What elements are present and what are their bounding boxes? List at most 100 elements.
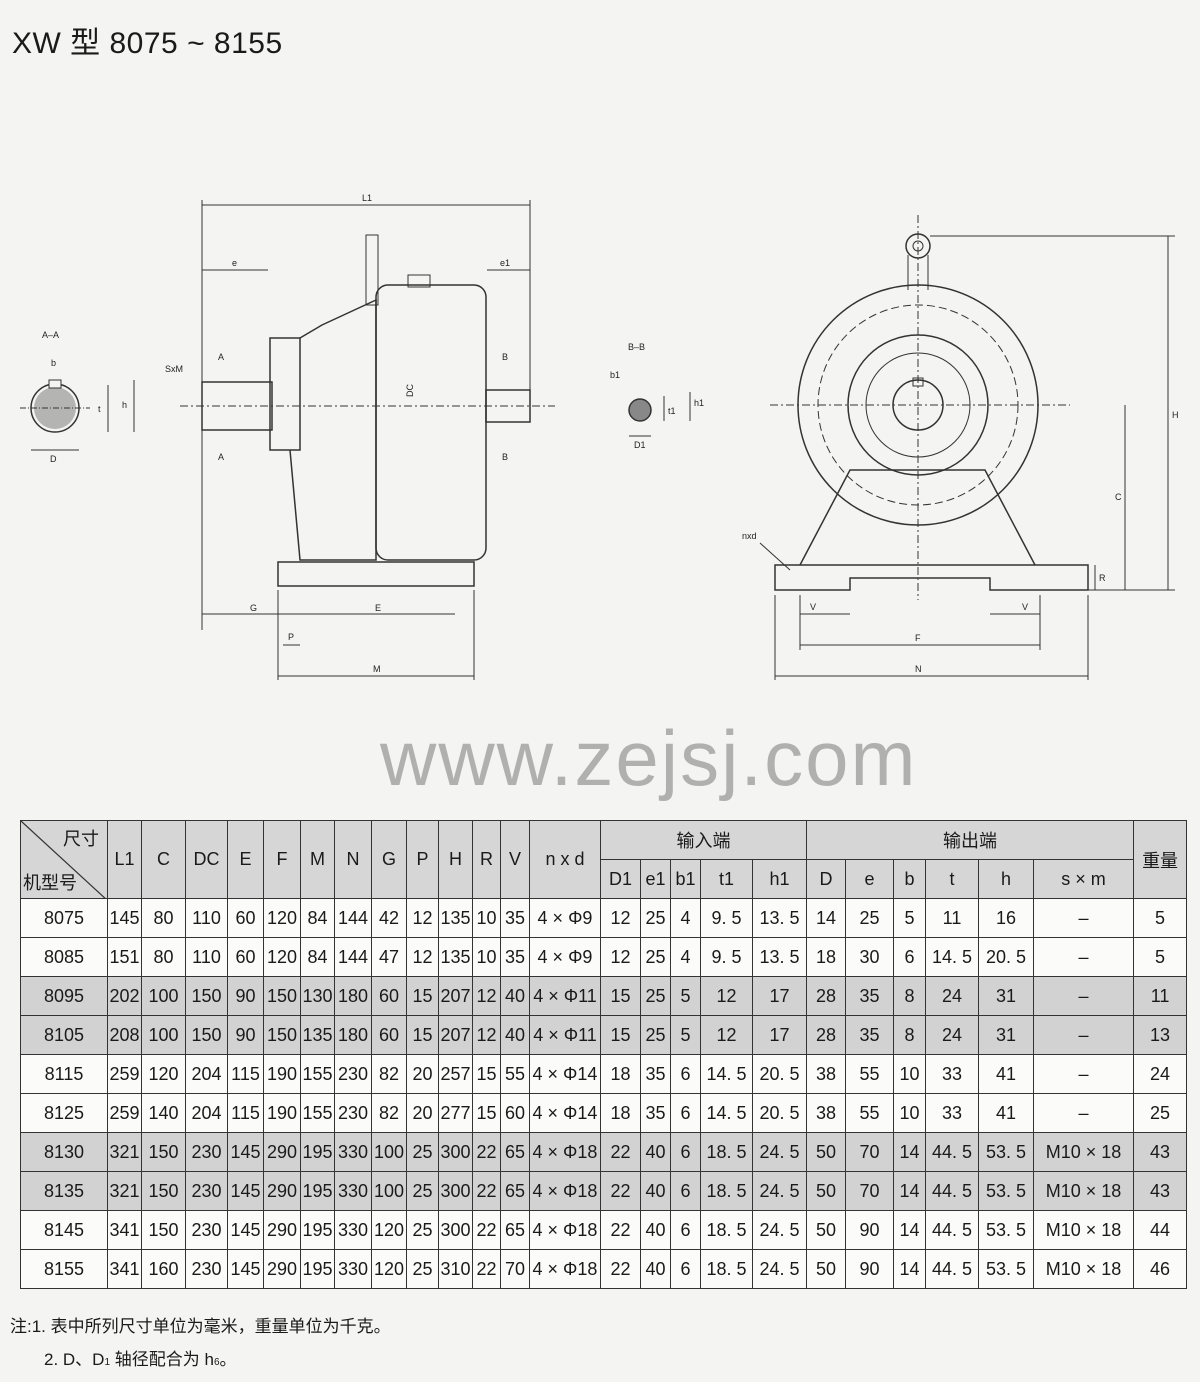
col-header: P (406, 820, 439, 899)
table-cell: 230 (185, 1249, 228, 1289)
table-cell: 43 (1133, 1171, 1188, 1211)
table-cell: 44 (1133, 1210, 1188, 1250)
table-cell: 22 (472, 1210, 501, 1250)
table-cell: 35 (500, 898, 530, 938)
table-cell: 290 (263, 1210, 301, 1250)
model-cell: 8155 (20, 1249, 108, 1289)
table-cell: 25 (1133, 1093, 1188, 1133)
table-cell: 44. 5 (925, 1210, 979, 1250)
table-cell: – (1032, 1054, 1135, 1094)
table-cell: 15 (406, 976, 439, 1016)
table-cell: 12 (406, 937, 439, 977)
dimension-label: V (810, 602, 816, 612)
col-header: h (978, 859, 1034, 899)
table-cell: 40 (640, 1210, 671, 1250)
corner-bottom-label: 机型号 (23, 873, 77, 893)
table-cell: 53. 5 (978, 1171, 1034, 1211)
table-cell: 84 (300, 898, 335, 938)
note-2-subscript: 1 (104, 1357, 111, 1368)
table-cell: 25 (406, 1210, 439, 1250)
table-cell: 190 (263, 1093, 301, 1133)
table-cell: 180 (334, 1015, 372, 1055)
corner-top-label: 尺寸 (63, 829, 99, 849)
table-cell: 4 × Φ18 (529, 1249, 601, 1289)
dimension-label: B (502, 452, 508, 462)
table-cell: 38 (806, 1093, 846, 1133)
dimension-label: e1 (500, 258, 510, 268)
table-cell: 55 (845, 1093, 894, 1133)
table-cell: 90 (227, 1015, 264, 1055)
model-cell: 8115 (20, 1054, 108, 1094)
table-cell: 6 (670, 1210, 701, 1250)
table-cell: 40 (640, 1132, 671, 1172)
table-cell: 13. 5 (752, 898, 807, 938)
output-group-header: 输出端 (805, 820, 1135, 860)
model-cell: 8125 (20, 1093, 108, 1133)
table-cell: M10 × 18 (1032, 1171, 1135, 1211)
table-cell: 290 (263, 1132, 301, 1172)
table-cell: 12 (700, 976, 753, 1016)
table-cell: 35 (500, 937, 530, 977)
table-cell: 150 (263, 976, 301, 1016)
table-cell: 22 (600, 1210, 641, 1250)
table-cell: 230 (334, 1054, 372, 1094)
table-cell: 100 (371, 1171, 407, 1211)
table-cell: 65 (500, 1171, 530, 1211)
table-cell: 100 (141, 976, 186, 1016)
table-cell: 115 (227, 1093, 264, 1133)
table-cell: 22 (472, 1171, 501, 1211)
table-cell: 20. 5 (752, 1054, 807, 1094)
table-cell: M10 × 18 (1032, 1132, 1135, 1172)
table-cell: 14. 5 (700, 1054, 753, 1094)
dimension-label: h1 (694, 398, 704, 408)
table-cell: 90 (845, 1249, 894, 1289)
table-cell: 110 (185, 898, 228, 938)
table-cell: 18. 5 (700, 1249, 753, 1289)
dimension-label: G (250, 603, 257, 613)
dimension-label: E (375, 603, 381, 613)
table-cell: 25 (640, 898, 671, 938)
table-cell: 24. 5 (752, 1249, 807, 1289)
table-cell: 100 (141, 1015, 186, 1055)
table-cell: 150 (263, 1015, 301, 1055)
table-cell: 35 (845, 976, 894, 1016)
table-cell: 35 (845, 1015, 894, 1055)
table-cell: 195 (300, 1249, 335, 1289)
table-cell: 4 × Φ18 (529, 1132, 601, 1172)
table-cell: 120 (371, 1210, 407, 1250)
table-cell: 14 (806, 898, 846, 938)
table-cell: 31 (978, 976, 1034, 1016)
model-cell: 8105 (20, 1015, 108, 1055)
dimension-label: b (51, 358, 56, 368)
table-cell: 33 (925, 1054, 979, 1094)
table-cell: 8 (893, 1015, 926, 1055)
dimension-label: A–A (42, 330, 59, 340)
table-cell: 150 (185, 976, 228, 1016)
note-2: 2. D、D1 轴径配合为 h6。 (10, 1343, 391, 1379)
table-cell: 80 (141, 937, 186, 977)
table-cell: 180 (334, 976, 372, 1016)
note-2-text: 轴径配合为 h (110, 1350, 214, 1369)
model-cell: 8085 (20, 937, 108, 977)
table-cell: 70 (845, 1132, 894, 1172)
table-cell: 144 (334, 937, 372, 977)
table-cell: 195 (300, 1132, 335, 1172)
table-cell: 13 (1133, 1015, 1188, 1055)
model-cell: 8095 (20, 976, 108, 1016)
model-cell: 8130 (20, 1132, 108, 1172)
table-cell: 42 (371, 898, 407, 938)
table-cell: 24. 5 (752, 1171, 807, 1211)
table-cell: 10 (893, 1093, 926, 1133)
table-cell: 321 (107, 1132, 142, 1172)
table-cell: 145 (227, 1249, 264, 1289)
table-cell: 300 (438, 1210, 473, 1250)
table-cell: 9. 5 (700, 898, 753, 938)
table-cell: 25 (845, 898, 894, 938)
table-cell: 4 × Φ18 (529, 1171, 601, 1211)
dimension-label: F (915, 633, 921, 643)
table-cell: 4 × Φ9 (529, 937, 601, 977)
table-cell: 5 (1133, 898, 1188, 938)
table-cell: 20. 5 (978, 937, 1034, 977)
